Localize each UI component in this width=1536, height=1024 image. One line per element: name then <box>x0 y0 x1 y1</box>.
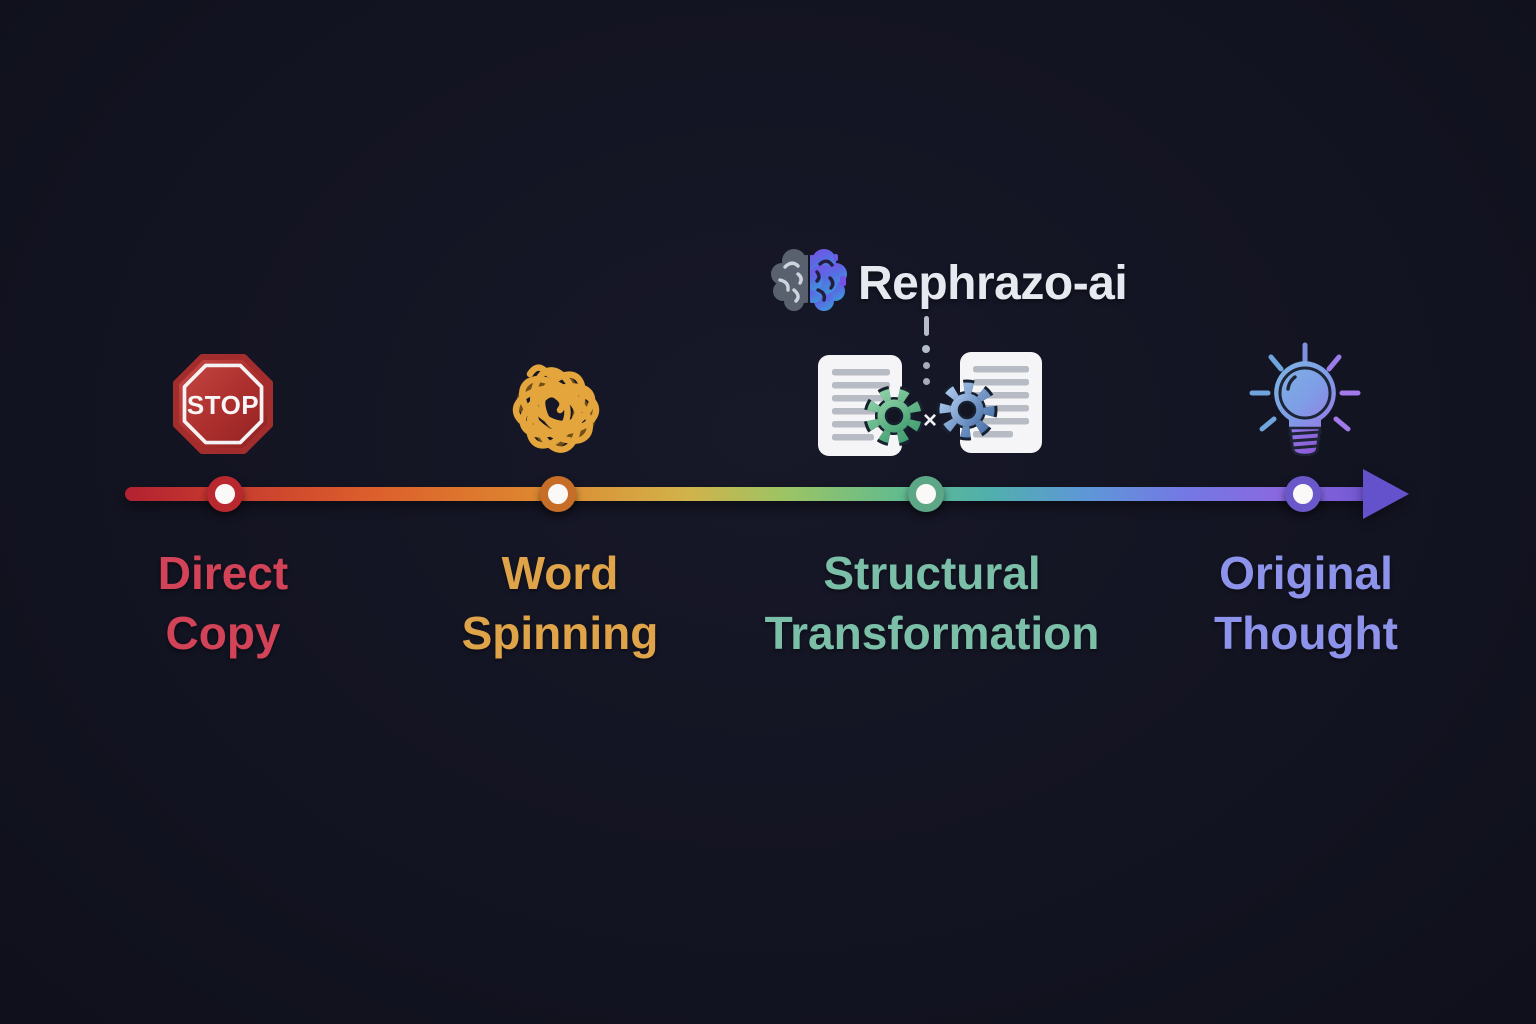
brand-header: Rephrazo-ai <box>770 246 1128 321</box>
stage-label-line: Transformation <box>764 607 1100 659</box>
multiply-mark: × <box>923 407 937 434</box>
timeline-dot-direct-copy <box>207 476 243 512</box>
timeline-gradient-line <box>125 487 1373 501</box>
stage-label-structural-transformation: Structural Transformation <box>722 543 1142 663</box>
timeline-dot-word-spinning <box>540 476 576 512</box>
connector-dot <box>922 378 930 385</box>
stage-label-line: Spinning <box>461 607 659 659</box>
connector-dot <box>922 362 930 369</box>
stop-sign-icon: STOP <box>171 352 275 461</box>
stage-label-line: Original <box>1219 547 1393 599</box>
brand-name: Rephrazo-ai <box>858 257 1128 310</box>
timeline-dot-original-thought <box>1285 476 1321 512</box>
stage-label-word-spinning: Word Spinning <box>350 543 770 663</box>
connector-dot <box>922 345 930 353</box>
gear-right <box>936 379 998 441</box>
gear-left <box>863 385 925 447</box>
stage-label-line: Structural <box>823 547 1041 599</box>
timeline-dot-structural-transformation <box>908 476 944 512</box>
connector-dash <box>923 316 929 336</box>
documents-gears-icon: × <box>810 348 1050 468</box>
stop-sign-text: STOP <box>187 390 259 420</box>
document-left <box>818 355 902 456</box>
stage-label-line: Word <box>501 547 619 599</box>
tangled-scribble-icon <box>500 352 612 469</box>
brain-icon <box>770 246 848 321</box>
stage-label-direct-copy: Direct Copy <box>13 543 433 663</box>
stage-label-line: Copy <box>165 607 281 659</box>
stage-label-line: Thought <box>1214 607 1398 659</box>
timeline-arrowhead-icon <box>1363 469 1409 519</box>
stage-label-original-thought: Original Thought <box>1096 543 1516 663</box>
stage-label-line: Direct <box>157 547 289 599</box>
lightbulb-icon <box>1240 337 1370 472</box>
dotted-connector <box>922 316 930 385</box>
